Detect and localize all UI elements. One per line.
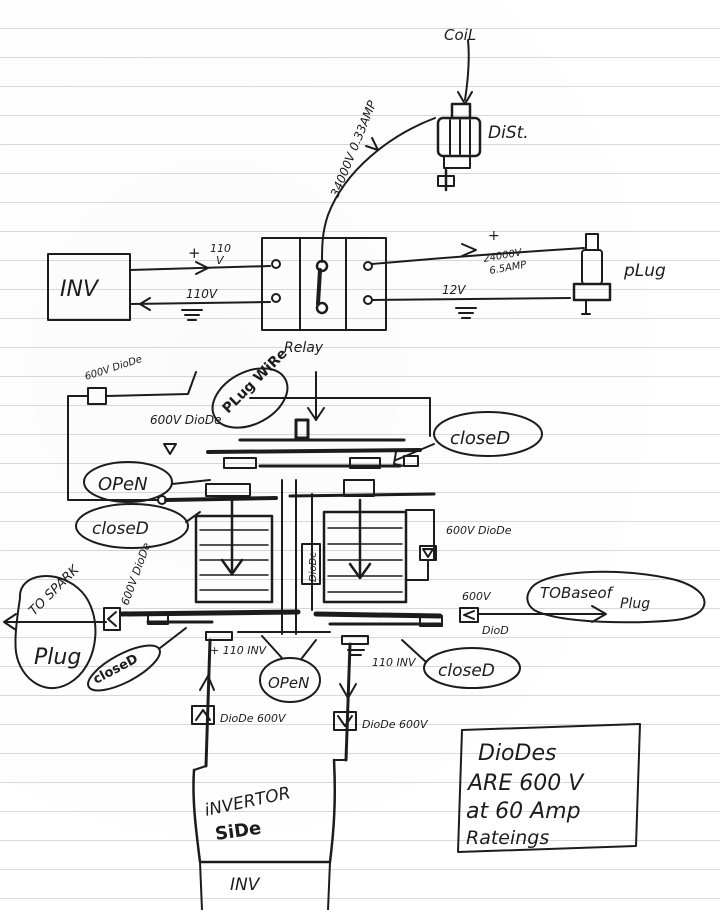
closed-bottom-left-bubble [87, 644, 161, 692]
inv-minus-voltage: 110V [186, 287, 218, 301]
note-line-2: ARE 600 V [466, 771, 585, 796]
plug-ground-voltage: 12V [442, 283, 466, 297]
inverter-side-label-2: SiDe [214, 818, 263, 845]
inv-top-label: INV [60, 277, 100, 302]
inv-110-left-label: + 110 INV [210, 644, 268, 657]
diode-bottom-right-symbol [333, 711, 357, 731]
diode-left-mid-symbol [103, 607, 121, 631]
distributor-cap-top [450, 102, 472, 120]
spark-plug-blob [14, 575, 97, 690]
spark-plug-top [585, 233, 599, 251]
vertical-diode-label: DioDe [308, 552, 319, 582]
diode-left-mid-label: 600V DioDe [119, 541, 154, 607]
left-loop-wire [67, 395, 159, 501]
to-spark-label: TO SPARK [26, 562, 83, 619]
coil-to-relay-wire [321, 117, 436, 263]
upper-contact-bar [206, 448, 422, 454]
relay-box [261, 237, 387, 331]
coil-wire-arrowhead [365, 137, 379, 151]
left-armature [164, 496, 278, 502]
relay-terminal-2 [271, 293, 281, 303]
to-base-bubble [526, 570, 706, 624]
diode-right-mid-voltage: 600V [462, 590, 492, 603]
relay-terminal-1 [271, 259, 281, 269]
closed-left-label: closeD [92, 519, 149, 539]
switching-mechanism: 600V DioDe PLug WiRe 600V DioDe closeD O… [3, 346, 706, 703]
plug-plus-wire [371, 247, 585, 265]
coil-label: CoiL [444, 26, 476, 44]
inv-plus-sign: + [188, 244, 201, 262]
inv-110-right-label: 110 INV [372, 656, 417, 669]
inverter-side-group: DioDe 600V DioDe 600V iNVERTOR SiDe INV [191, 638, 429, 910]
distributor-base [443, 155, 471, 169]
note-line-1: DioDes [478, 741, 556, 766]
to-base-label-1: TOBaseof [540, 584, 615, 602]
left-coil [194, 514, 274, 604]
plug-plus-sign: + [488, 228, 500, 244]
inv-bottom-label: INV [230, 875, 261, 895]
inv-right-feed [344, 642, 352, 762]
dist-label: DiSt. [488, 123, 529, 143]
top-left-wire [105, 371, 197, 397]
closed-top-right-bubble [433, 411, 543, 457]
to-base-label-2: Plug [620, 596, 650, 612]
open-bottom-bubble [259, 657, 321, 703]
inv-left-feed [204, 638, 212, 768]
top-loop-wire [249, 397, 431, 437]
plug-ground-wire [371, 297, 571, 301]
inverter-box [47, 253, 131, 321]
diode-tl-label: 600V DioDe [84, 354, 144, 383]
open-left-bubble [83, 461, 173, 503]
diode-right-label: 600V DioDe [446, 524, 512, 537]
relay-contact-bar [316, 268, 322, 306]
closed-bottom-right-bubble [423, 647, 521, 689]
note-line-4: Rateings [466, 827, 549, 849]
relay-terminal-5 [363, 261, 373, 271]
plug-wire-bubble [211, 367, 289, 429]
right-coil [322, 510, 408, 604]
closed-bottom-right-label: closeD [438, 661, 495, 681]
spark-plug-label: Plug [34, 645, 81, 670]
relay-terminal-4 [315, 301, 329, 315]
diode-upper-left-v: 600V DioDe [150, 413, 221, 427]
inv-plus-wire [129, 265, 271, 271]
relay-group: INV + 110 V 110V Relay + 24000V 6.5AMP 1… [47, 228, 666, 356]
plug-label: pLug [623, 261, 666, 281]
inv-plus-unit: V [216, 254, 225, 267]
coil-arrow [464, 39, 470, 101]
diode-right-mid-symbol [459, 607, 479, 623]
open-left-label: OPeN [98, 474, 148, 495]
relay-label: Relay [284, 340, 324, 356]
diode-top-left [87, 387, 107, 405]
spark-plug-hex [572, 282, 612, 302]
relay-terminal-6 [363, 295, 373, 305]
note-box [457, 723, 641, 853]
vertical-diode [301, 543, 321, 585]
closed-top-right-label: closeD [450, 428, 510, 449]
distributor-group: CoiL DiSt. 34000V 0.33AMP [321, 26, 529, 263]
diode-note: DioDes ARE 600 V at 60 Amp Rateings [457, 723, 641, 853]
diode-upper-left-symbol [163, 443, 177, 455]
closed-left-bubble [75, 503, 189, 549]
open-bottom-label: OPeN [268, 674, 309, 692]
spark-plug-insulator [581, 249, 603, 285]
relay-terminal-3 [315, 259, 329, 273]
diode-bottom-right-label: DioDe 600V [362, 718, 429, 731]
diode-bottom-left-symbol [191, 705, 215, 725]
inverter-side-label-1: iNVERTOR [203, 783, 292, 821]
inv-plus-voltage: 110 [210, 242, 231, 255]
note-line-3: at 60 Amp [466, 799, 581, 824]
inv-minus-wire [129, 301, 271, 305]
diode-bottom-left-label: DioDe 600V [220, 712, 287, 725]
distributor-terminal [437, 175, 455, 187]
diode-right-mid-label: DioD [482, 624, 509, 637]
